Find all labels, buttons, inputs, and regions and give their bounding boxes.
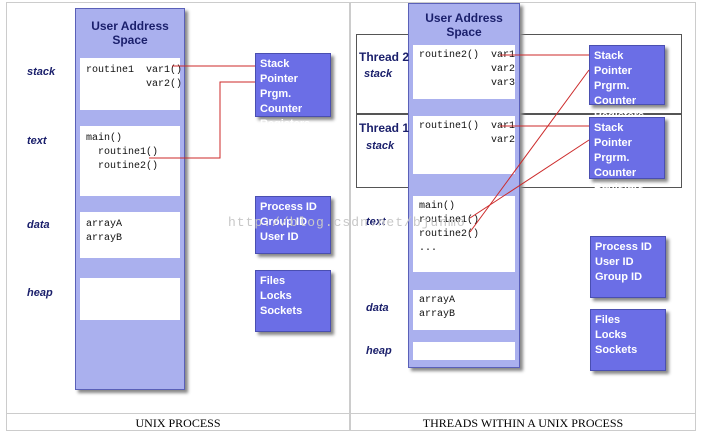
left-stack-label: stack: [27, 66, 56, 78]
right-caption: THREADS WITHIN A UNIX PROCESS: [350, 413, 696, 431]
text-routine1-to-thread1-line: [469, 139, 590, 219]
left-uas-title: User Address Space: [91, 19, 169, 47]
right-data-segment: arrayA arrayB: [413, 290, 515, 330]
left-res-line-2: Locks: [260, 290, 292, 302]
t1-regs-line-2: Prgrm. Counter: [594, 152, 637, 179]
left-heap-label: heap: [27, 287, 53, 299]
left-ids-box: Process ID Group ID User ID: [255, 196, 331, 254]
t1-regs-line-1: Stack Pointer: [594, 122, 632, 149]
left-heap-segment: [80, 278, 180, 320]
right-res-line-2: Locks: [595, 329, 627, 341]
left-resources-box: Files Locks Sockets: [255, 270, 331, 332]
right-resources-box: Files Locks Sockets: [590, 309, 666, 371]
thread1-stack-label: stack: [366, 140, 395, 152]
watermark-text: http://blog.csdn.net/bjunmo: [228, 215, 466, 230]
right-heap-segment: [413, 342, 515, 360]
left-registers-box: Stack Pointer Prgm. Counter Registers: [255, 53, 331, 130]
thread2-stack-label: stack: [364, 68, 393, 80]
left-text-label: text: [27, 135, 47, 147]
right-heap-label: heap: [366, 345, 392, 357]
left-data-label: data: [27, 219, 50, 231]
right-ids-line-2: User ID: [595, 256, 634, 268]
text-routine2-to-thread2-line: [469, 69, 590, 233]
left-ids-line-3: User ID: [260, 231, 299, 243]
right-ids-box: Process ID User ID Group ID: [590, 236, 666, 298]
right-ids-line-3: Group ID: [595, 271, 643, 283]
left-ids-line-2: Group ID: [260, 216, 308, 228]
right-text-segment: main() routine1() routine2() ...: [413, 196, 515, 272]
left-res-line-1: Files: [260, 275, 286, 287]
left-regs-line-3: Registers: [260, 118, 311, 130]
left-data-segment: arrayA arrayB: [80, 212, 180, 258]
thread2-registers-box: Stack Pointer Prgrm. Counter Registers: [589, 45, 665, 122]
right-text-label: text: [366, 216, 386, 228]
left-text-segment: main() routine1() routine2(): [80, 126, 180, 196]
left-regs-line-1: Stack Pointer: [260, 58, 298, 85]
right-res-line-1: Files: [595, 314, 621, 326]
right-res-line-3: Sockets: [595, 344, 638, 356]
left-stack-segment: routine1 var1() var2(): [80, 58, 182, 110]
right-uas-title: User Address Space: [425, 11, 503, 39]
left-regs-line-2: Prgm. Counter: [260, 88, 303, 115]
left-res-line-3: Sockets: [260, 305, 303, 317]
thread1-name: Thread 1: [359, 121, 410, 135]
right-data-label: data: [366, 302, 389, 314]
thread2-name: Thread 2: [359, 50, 410, 64]
thread1-registers-box: Stack Pointer Prgrm. Counter Registers: [589, 117, 665, 194]
right-ids-line-1: Process ID: [595, 241, 652, 253]
t2-regs-line-2: Prgrm. Counter: [594, 80, 637, 107]
left-text-to-registers-line: [149, 81, 255, 159]
left-caption: UNIX PROCESS: [6, 413, 350, 431]
t2-regs-line-1: Stack Pointer: [594, 50, 632, 77]
t1-regs-line-3: Registers: [594, 182, 645, 194]
left-ids-line-1: Process ID: [260, 201, 317, 213]
